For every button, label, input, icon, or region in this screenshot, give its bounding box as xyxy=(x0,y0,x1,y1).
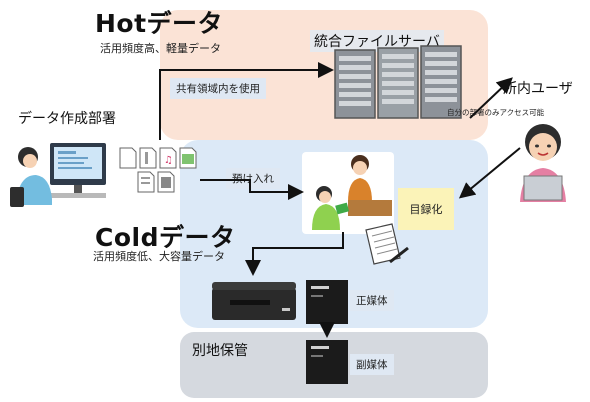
office-worker-illustration xyxy=(8,135,108,210)
secondary-media-label: 副媒体 xyxy=(350,354,394,375)
arrow-to-server xyxy=(159,62,334,140)
file-server-illustration xyxy=(333,20,465,120)
hot-data-title: Hotデータ xyxy=(95,9,224,38)
hot-data-subtitle: 活用頻度高、軽量データ xyxy=(100,42,221,55)
cold-data-title: Coldデータ xyxy=(95,223,236,252)
secondary-tape-cartridge-icon xyxy=(306,340,348,384)
reception-illustration xyxy=(302,152,394,234)
arrow-user-to-server xyxy=(469,77,513,119)
internal-user-illustration xyxy=(512,118,574,202)
tape-drive-illustration xyxy=(208,278,300,324)
internal-user-label: 所内ユーザ xyxy=(503,81,573,97)
document-files-icons: ♫ xyxy=(118,146,202,196)
primary-media-label: 正媒体 xyxy=(350,290,394,311)
catalog-document-icon xyxy=(362,222,410,268)
offsite-storage-title: 別地保管 xyxy=(192,343,248,359)
creator-department-label: データ作成部署 xyxy=(18,111,116,127)
arrow-to-tape-drive xyxy=(245,232,344,276)
arrow-user-to-catalog xyxy=(458,147,521,199)
arrow-to-deposit xyxy=(200,179,304,200)
deposit-label: 預け入れ xyxy=(226,168,280,189)
server-label: 統合ファイルサーバ xyxy=(310,30,444,52)
shared-area-label: 共有領域内を使用 xyxy=(170,78,266,99)
svg-text:♫: ♫ xyxy=(164,155,173,166)
primary-tape-cartridge-icon xyxy=(306,280,348,324)
cold-data-subtitle: 活用頻度低、大容量データ xyxy=(93,250,225,263)
catalog-box: 目録化 xyxy=(398,188,454,230)
access-note: 自分の部署のみアクセス可能 xyxy=(447,108,545,117)
